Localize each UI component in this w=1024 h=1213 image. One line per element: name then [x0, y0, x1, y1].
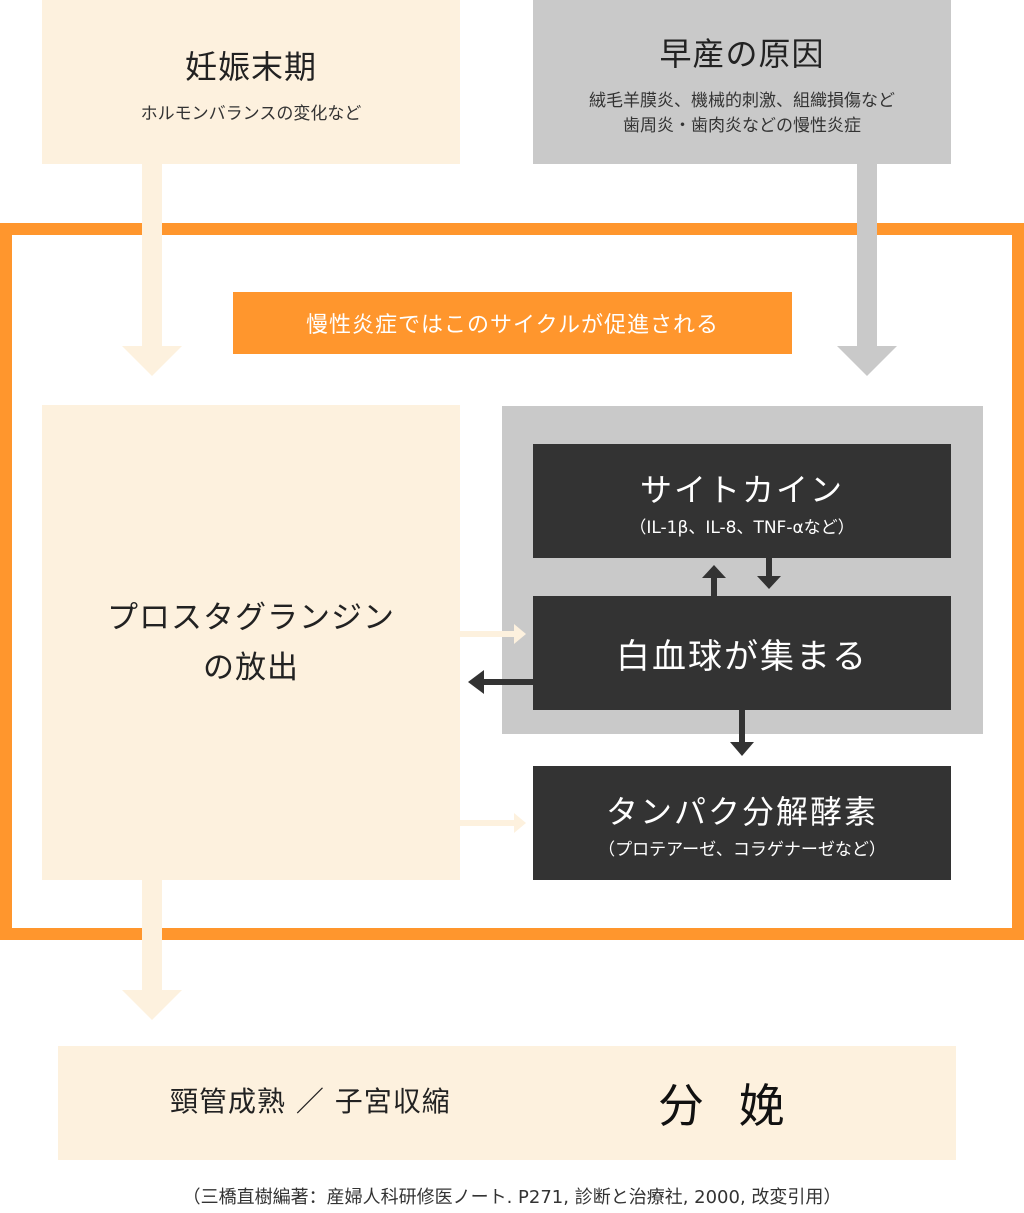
- arrow-shaft-wbc-to-pg: [484, 679, 533, 685]
- prostaglandin-box: プロスタグランジン の放出: [42, 405, 460, 880]
- arrow-shaft-wbc-to-cytokine: [711, 578, 717, 596]
- wbc-title: 白血球が集まる: [616, 636, 868, 677]
- arrow-left-wbc-to-pg-icon: [468, 670, 484, 694]
- late-pregnancy-title: 妊娠末期: [184, 47, 317, 86]
- wbc-box: 白血球が集まる: [533, 596, 951, 710]
- cervical-ripening-contraction-label: 頸管成熟 ／ 子宮収縮: [170, 1085, 451, 1118]
- prostaglandin-line2: の放出: [203, 649, 299, 686]
- arrow-shaft-pg-to-wbc: [460, 631, 516, 637]
- cycle-label: 慢性炎症ではこのサイクルが促進される: [233, 292, 792, 354]
- protease-subtitle: （プロテアーゼ、コラゲナーゼなど）: [598, 839, 886, 860]
- arrow-down-cytokine-to-wbc-icon: [757, 576, 781, 589]
- protease-title: タンパク分解酵素: [605, 792, 878, 831]
- arrow-right-pg-to-wbc-icon: [514, 624, 526, 644]
- prostaglandin-line1: プロスタグランジン: [107, 599, 395, 636]
- delivery-label: 分 娩: [658, 1079, 795, 1133]
- arrow-down-pg-to-delivery-icon: [122, 990, 182, 1020]
- arrow-right-pg-to-protease-icon: [514, 813, 526, 833]
- arrow-shaft-pg-to-delivery: [142, 880, 162, 992]
- arrow-shaft-left-top: [142, 164, 162, 350]
- preterm-causes-box: 早産の原因 絨毛羊膜炎、機械的刺激、組織損傷など 歯周炎・歯肉炎などの慢性炎症: [533, 0, 951, 164]
- arrow-down-right-top-icon: [837, 346, 897, 376]
- arrow-down-left-top-icon: [122, 346, 182, 376]
- delivery-box: [58, 1046, 956, 1160]
- cytokine-subtitle: （IL-1β、IL-8、TNF-αなど）: [629, 517, 855, 538]
- cytokine-box: サイトカイン （IL-1β、IL-8、TNF-αなど）: [533, 444, 951, 558]
- late-pregnancy-subtitle: ホルモンバランスの変化など: [140, 103, 362, 124]
- arrow-up-wbc-to-cytokine-icon: [702, 565, 726, 578]
- arrow-shaft-right-top: [857, 164, 877, 350]
- arrow-shaft-pg-to-protease: [460, 820, 516, 826]
- late-pregnancy-box: 妊娠末期 ホルモンバランスの変化など: [42, 0, 460, 164]
- protease-box: タンパク分解酵素 （プロテアーゼ、コラゲナーゼなど）: [533, 766, 951, 880]
- preterm-causes-title: 早産の原因: [659, 35, 825, 73]
- arrow-down-wbc-to-protease-icon: [730, 742, 754, 756]
- arrow-shaft-wbc-to-protease: [739, 710, 745, 742]
- citation: （三橋直樹編著：産婦人科研修医ノート. P271, 診断と治療社, 2000, …: [182, 1187, 842, 1208]
- preterm-causes-line2: 歯周炎・歯肉炎などの慢性炎症: [623, 116, 861, 136]
- inflammation-cycle-frame: [0, 223, 1024, 940]
- cytokine-title: サイトカイン: [639, 470, 844, 509]
- arrow-shaft-cytokine-to-wbc: [766, 558, 772, 576]
- preterm-causes-line1: 絨毛羊膜炎、機械的刺激、組織損傷など: [589, 91, 895, 111]
- preterm-causes-subtitle: 絨毛羊膜炎、機械的刺激、組織損傷など 歯周炎・歯肉炎などの慢性炎症: [589, 89, 895, 139]
